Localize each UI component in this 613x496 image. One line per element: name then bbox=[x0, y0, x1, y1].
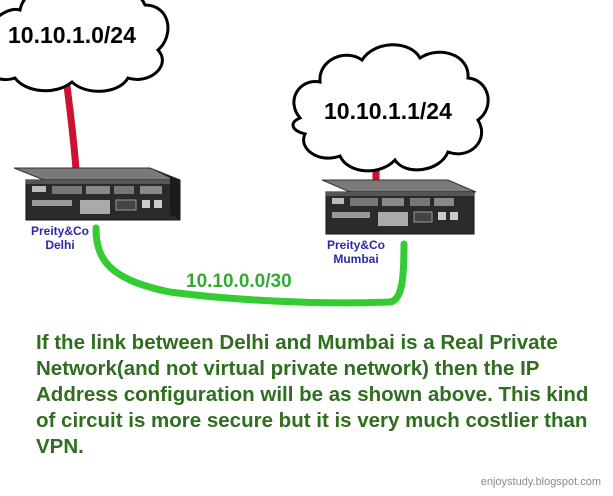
mumbai-router-company: Preity&Co bbox=[326, 238, 385, 252]
wan-link bbox=[92, 224, 408, 307]
delhi-network-label: 10.10.1.0/24 bbox=[8, 22, 136, 48]
cloud-icon bbox=[291, 43, 490, 173]
delhi-router-company: Preity&Co bbox=[30, 224, 89, 238]
router-icon bbox=[13, 167, 181, 221]
delhi-router-label: Preity&Co Delhi bbox=[18, 224, 102, 252]
cloud-icon bbox=[0, 0, 170, 93]
delhi-router-city: Delhi bbox=[45, 238, 75, 252]
router-icon bbox=[321, 179, 477, 235]
mumbai-network-label: 10.10.1.1/24 bbox=[324, 98, 452, 124]
caption: If the link between Delhi and Mumbai is … bbox=[36, 331, 589, 458]
watermark: enjoystudy.blogspot.com bbox=[480, 476, 601, 488]
mumbai-router-label: Preity&Co Mumbai bbox=[316, 238, 396, 266]
mumbai-router-city: Mumbai bbox=[333, 252, 379, 266]
wan-link-label: 10.10.0.0/30 bbox=[186, 271, 292, 292]
delhi-lan-link bbox=[62, 74, 80, 174]
